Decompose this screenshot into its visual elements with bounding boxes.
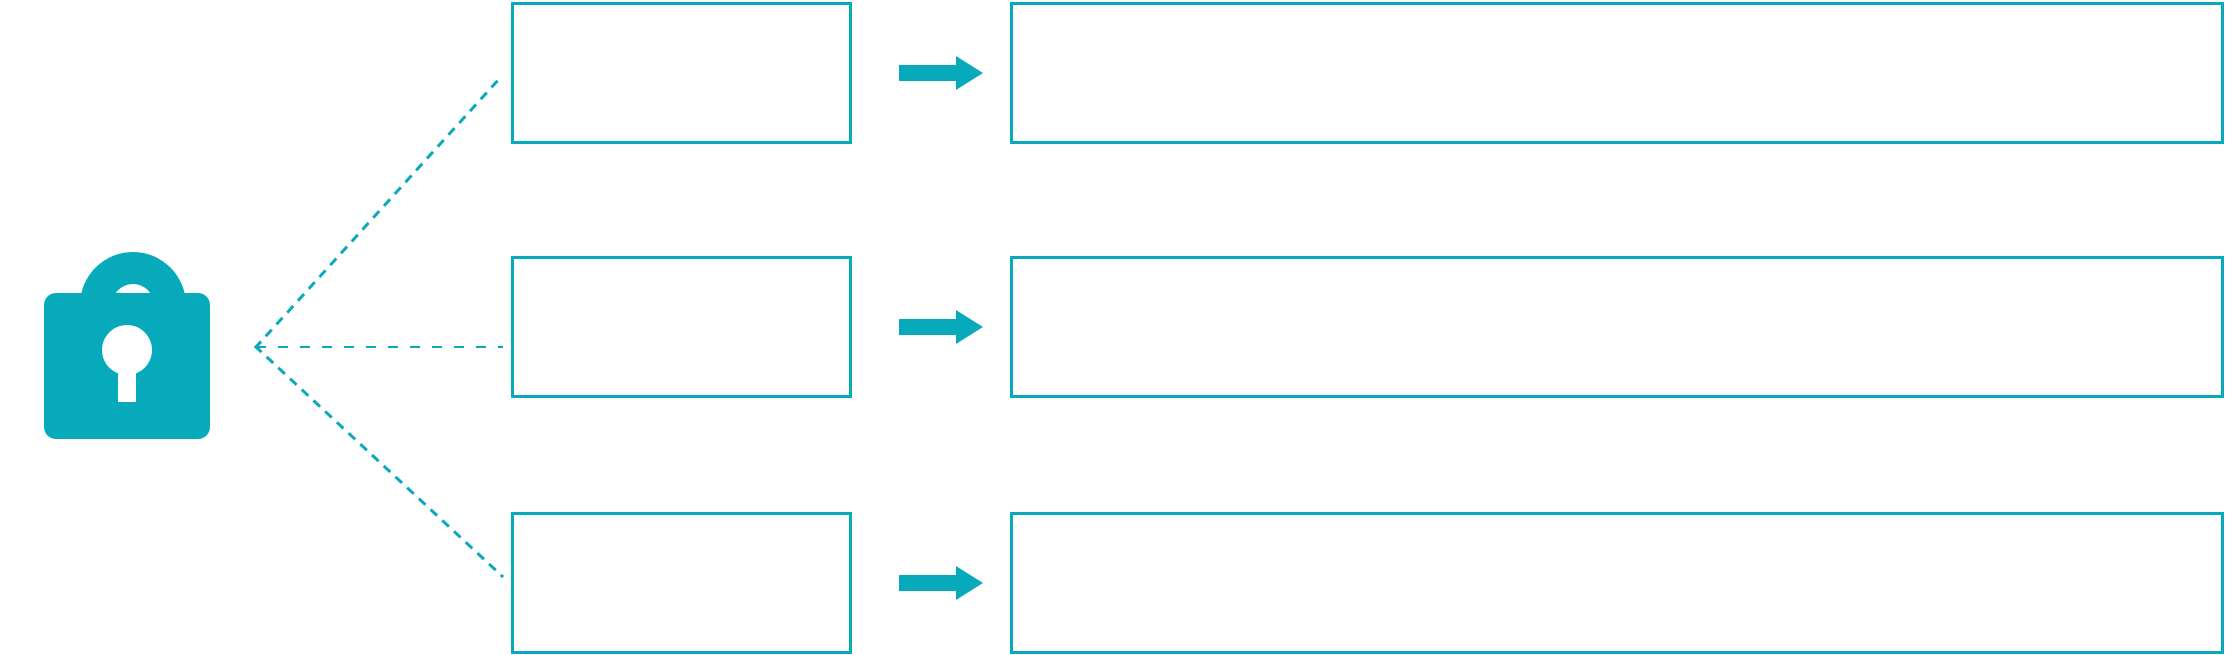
lock-keyhole-stem-icon <box>118 350 136 402</box>
right-arrow-icon <box>899 310 983 344</box>
right-arrow-icon <box>899 56 983 90</box>
flow-row <box>0 510 2229 655</box>
flow-row <box>0 0 2229 145</box>
target-box-row-1[interactable] <box>1010 2 2224 144</box>
source-box-row-2[interactable] <box>511 256 852 398</box>
flow-row <box>0 254 2229 399</box>
target-box-row-2[interactable] <box>1010 256 2224 398</box>
target-box-row-3[interactable] <box>1010 512 2224 654</box>
source-box-row-3[interactable] <box>511 512 852 654</box>
right-arrow-icon <box>899 566 983 600</box>
lock-icon <box>44 252 210 439</box>
source-box-row-1[interactable] <box>511 2 852 144</box>
